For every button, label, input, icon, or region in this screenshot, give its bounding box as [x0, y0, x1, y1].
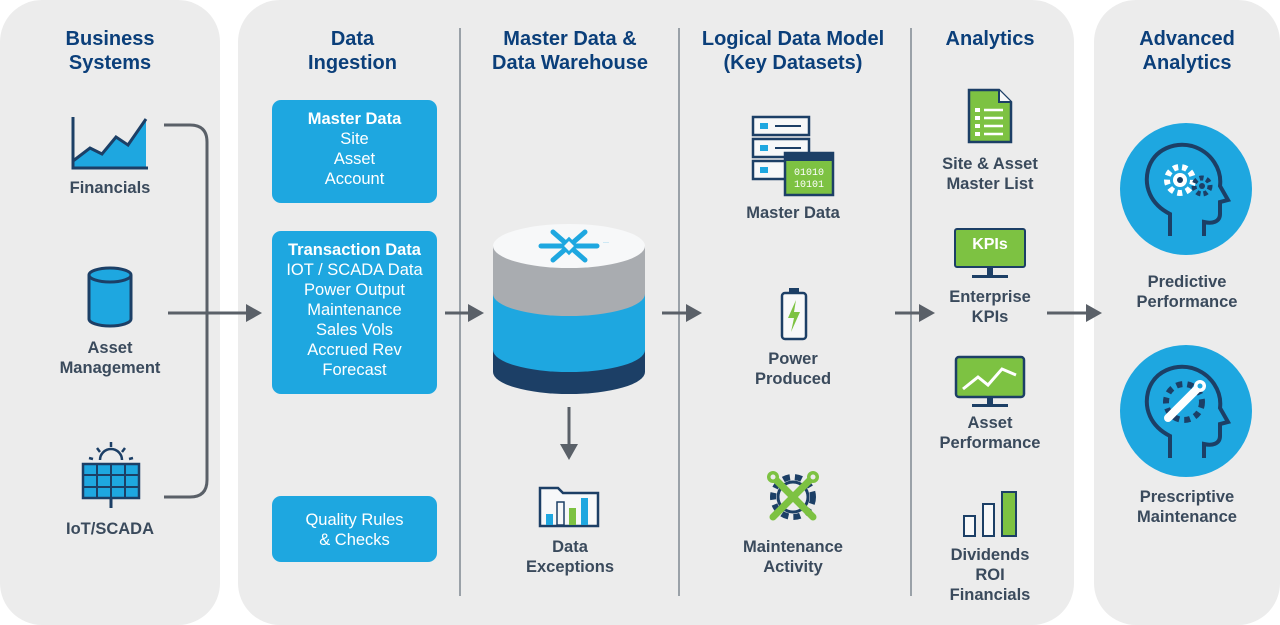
box-line: Site	[340, 130, 369, 148]
svg-text:···: ···	[603, 240, 609, 246]
heading-analytics: Analytics	[945, 28, 1035, 50]
box-line: IOT / SCADA Data	[286, 261, 423, 279]
cylinder-icon	[87, 266, 133, 328]
heading-warehouse: Master Data &Data Warehouse	[492, 28, 648, 74]
svg-text:10101: 10101	[794, 180, 824, 191]
box-line: Maintenance	[307, 301, 402, 319]
box-title: Transaction Data	[288, 241, 421, 259]
box-line: Forecast	[322, 361, 387, 379]
box-line: Accrued Rev	[307, 341, 402, 359]
line-chart-icon	[71, 117, 148, 170]
label-iot-scada: IoT/SCADA	[66, 520, 154, 538]
advanced-analytics-panel	[1094, 0, 1280, 625]
kpi-monitor-icon: KPIs	[954, 228, 1026, 280]
quality-rules-box: Quality Rules & Checks	[272, 496, 437, 562]
svg-text:01010: 01010	[794, 168, 824, 179]
server-binary-icon: 01010 10101	[751, 115, 835, 197]
box-line: Sales Vols	[315, 321, 394, 339]
checklist-document-icon	[967, 88, 1013, 144]
master-data-box: Master Data Site Asset Account	[272, 100, 437, 203]
head-gears-icon	[1144, 142, 1232, 236]
box-line: Asset	[333, 150, 376, 168]
box-line: & Checks	[319, 531, 390, 549]
trend-monitor-icon	[954, 355, 1026, 407]
snowflake-database-icon: ···	[493, 224, 645, 394]
box-title: Master Data	[307, 110, 402, 128]
heading-logical-model: Logical Data Model(Key Datasets)	[701, 28, 885, 74]
box-line: Quality Rules	[305, 511, 404, 529]
bar-chart-icon	[963, 491, 1017, 537]
kpi-icon-text: KPIs	[972, 236, 1008, 253]
box-line: Account	[324, 170, 385, 188]
battery-icon	[780, 288, 808, 341]
head-wrench-icon	[1144, 364, 1232, 458]
wrench-gear-icon	[767, 471, 819, 521]
transaction-data-box: Transaction Data IOT / SCADA Data Power …	[272, 231, 437, 394]
solar-panel-icon	[81, 442, 141, 508]
label-master-data: Master Data	[746, 204, 840, 222]
folder-chart-icon	[538, 486, 600, 528]
box-line: Power Output	[304, 281, 405, 299]
label-financials: Financials	[69, 179, 151, 197]
